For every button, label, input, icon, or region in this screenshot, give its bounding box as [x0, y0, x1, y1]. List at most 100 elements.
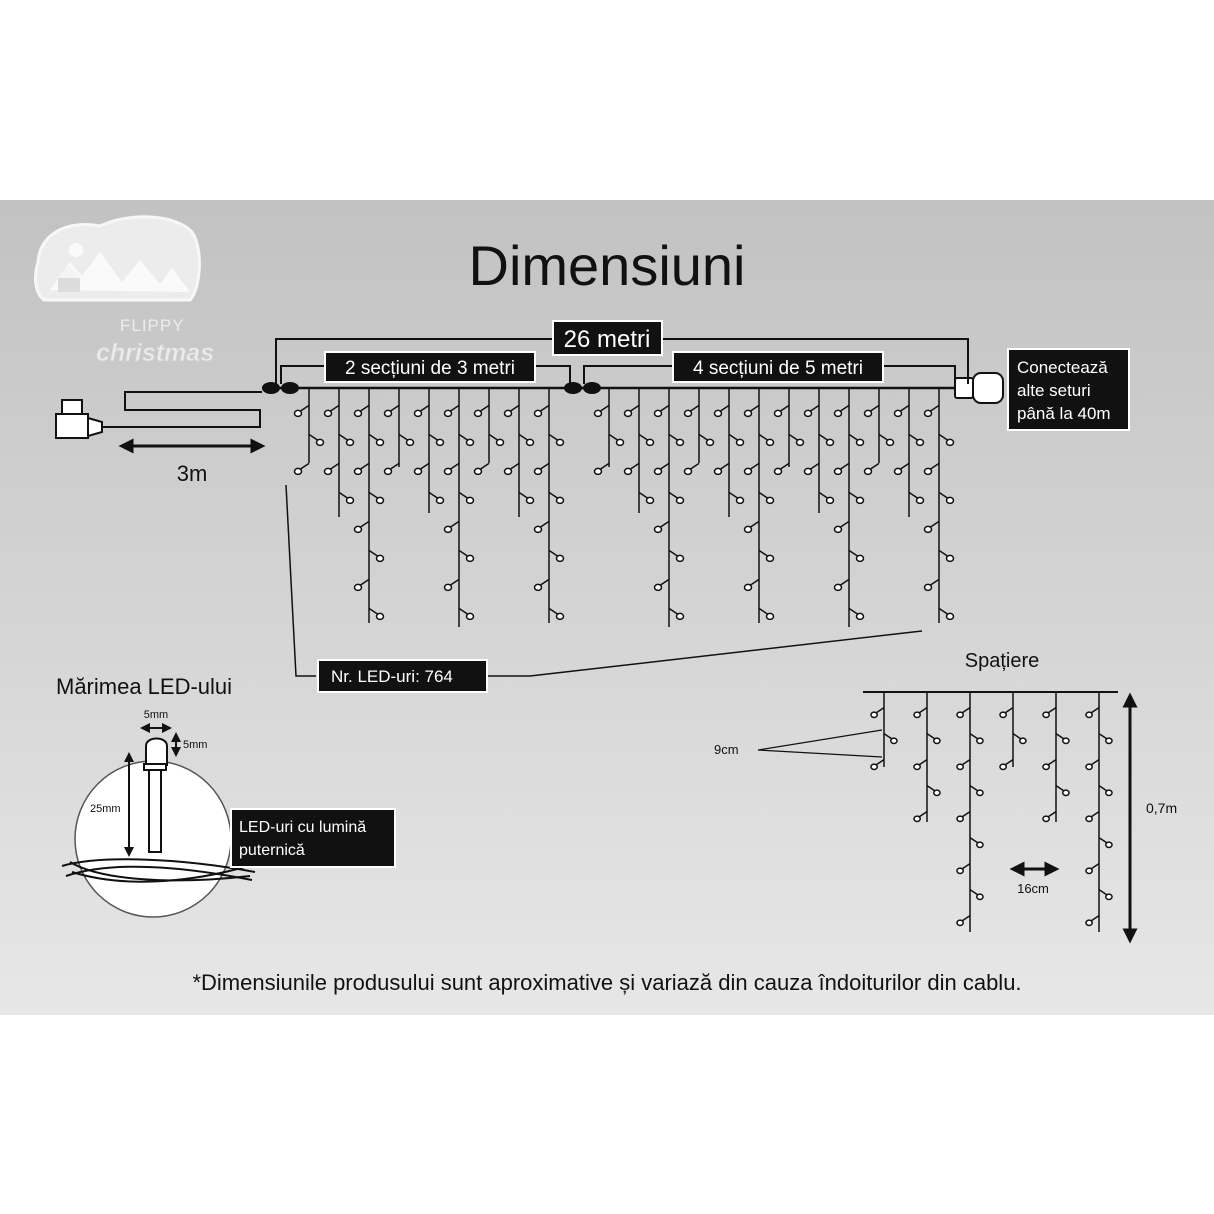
led-icon — [338, 491, 355, 505]
led-icon — [458, 607, 475, 621]
led-icon — [608, 433, 625, 447]
led-icon — [1042, 706, 1057, 719]
led-icon — [683, 404, 700, 418]
led-icon — [893, 404, 910, 418]
led-icon — [713, 404, 730, 418]
led-icon — [743, 520, 760, 534]
total-length-label: 26 metri — [564, 326, 651, 353]
led-icon — [999, 706, 1014, 719]
led-icon — [999, 758, 1014, 771]
led-icon — [668, 491, 685, 505]
footnote: *Dimensiunile produsului sunt aproximati… — [192, 970, 1021, 995]
led-icon — [870, 706, 885, 719]
led-icon — [833, 404, 850, 418]
connector-icon — [564, 382, 601, 394]
led-count-box — [317, 659, 488, 693]
led-icon — [473, 462, 490, 476]
led-icon — [833, 462, 850, 476]
led-icon — [488, 433, 505, 447]
led-icon — [818, 433, 835, 447]
led-bulb-icon — [143, 737, 168, 853]
led-icon — [383, 404, 400, 418]
led-icon — [353, 404, 370, 418]
connect-note-line2: alte seturi — [1017, 381, 1091, 400]
led-icon — [956, 706, 971, 719]
vertical-gap-label: 9cm — [714, 742, 739, 757]
led-icon — [428, 491, 445, 505]
led-icon — [518, 433, 535, 447]
led-icon — [923, 462, 940, 476]
page-title: Dimensiuni — [469, 234, 746, 297]
led-icon — [913, 758, 928, 771]
led-icon — [1085, 914, 1100, 927]
connect-note-box — [1007, 348, 1130, 431]
led-icon — [668, 549, 685, 563]
led-icon — [848, 549, 865, 563]
brand-name-line1: FLIPPY — [120, 316, 185, 335]
icicle-drops — [293, 388, 955, 627]
led-icon — [956, 810, 971, 823]
led-icon — [533, 462, 550, 476]
led-count-pointer — [285, 484, 316, 677]
led-icon — [938, 491, 955, 505]
led-icon — [938, 607, 955, 621]
led-icon — [956, 862, 971, 875]
led-icon — [653, 404, 670, 418]
led-icon — [443, 404, 460, 418]
led-icon — [698, 433, 715, 447]
led-icon — [548, 549, 565, 563]
led-icon — [458, 433, 475, 447]
led-icon — [788, 433, 805, 447]
led-icon — [1098, 888, 1113, 901]
led-icon — [848, 433, 865, 447]
led-icon — [308, 433, 325, 447]
led-icon — [969, 888, 984, 901]
led-icon — [743, 578, 760, 592]
led-icon — [878, 433, 895, 447]
led-icon — [1085, 758, 1100, 771]
led-icon — [368, 607, 385, 621]
spacing-heading: Spațiere — [965, 650, 1040, 672]
led-icon — [353, 578, 370, 592]
led-icon — [683, 462, 700, 476]
led-icon — [443, 462, 460, 476]
led-icon — [428, 433, 445, 447]
led-icon — [653, 520, 670, 534]
led-icon — [758, 491, 775, 505]
section-b-label: 4 secțiuni de 5 metri — [693, 358, 863, 379]
led-icon — [969, 732, 984, 745]
led-count-label: Nr. LED-uri: 764 — [331, 667, 453, 686]
led-icon — [938, 549, 955, 563]
end-connector-icon — [954, 372, 1004, 404]
led-icon — [923, 520, 940, 534]
led-icon — [548, 433, 565, 447]
led-icon — [1098, 784, 1113, 797]
led-icon — [923, 578, 940, 592]
led-icon — [773, 462, 790, 476]
section-a-box — [324, 351, 536, 383]
led-icon — [443, 578, 460, 592]
led-icon — [758, 433, 775, 447]
section-a-label: 2 secțiuni de 3 metri — [345, 358, 515, 379]
led-icon — [923, 404, 940, 418]
section-b-box — [672, 351, 884, 383]
led-icon — [383, 462, 400, 476]
total-length-box — [552, 320, 663, 356]
led-icon — [913, 706, 928, 719]
led-icon — [413, 462, 430, 476]
led-note-line1: LED-uri cu lumină — [239, 819, 366, 836]
led-icon — [338, 433, 355, 447]
spacing-drops — [870, 692, 1113, 932]
led-icon — [1085, 862, 1100, 875]
led-icon — [969, 784, 984, 797]
led-icon — [1055, 784, 1070, 797]
led-icon — [758, 549, 775, 563]
led-cap-label: 5mm — [183, 739, 207, 751]
connect-note-line1: Conectează — [1017, 358, 1108, 377]
led-icon — [443, 520, 460, 534]
led-icon — [623, 404, 640, 418]
led-icon — [293, 404, 310, 418]
led-icon — [728, 433, 745, 447]
led-icon — [668, 607, 685, 621]
led-size-heading: Mărimea LED-ului — [56, 674, 232, 699]
